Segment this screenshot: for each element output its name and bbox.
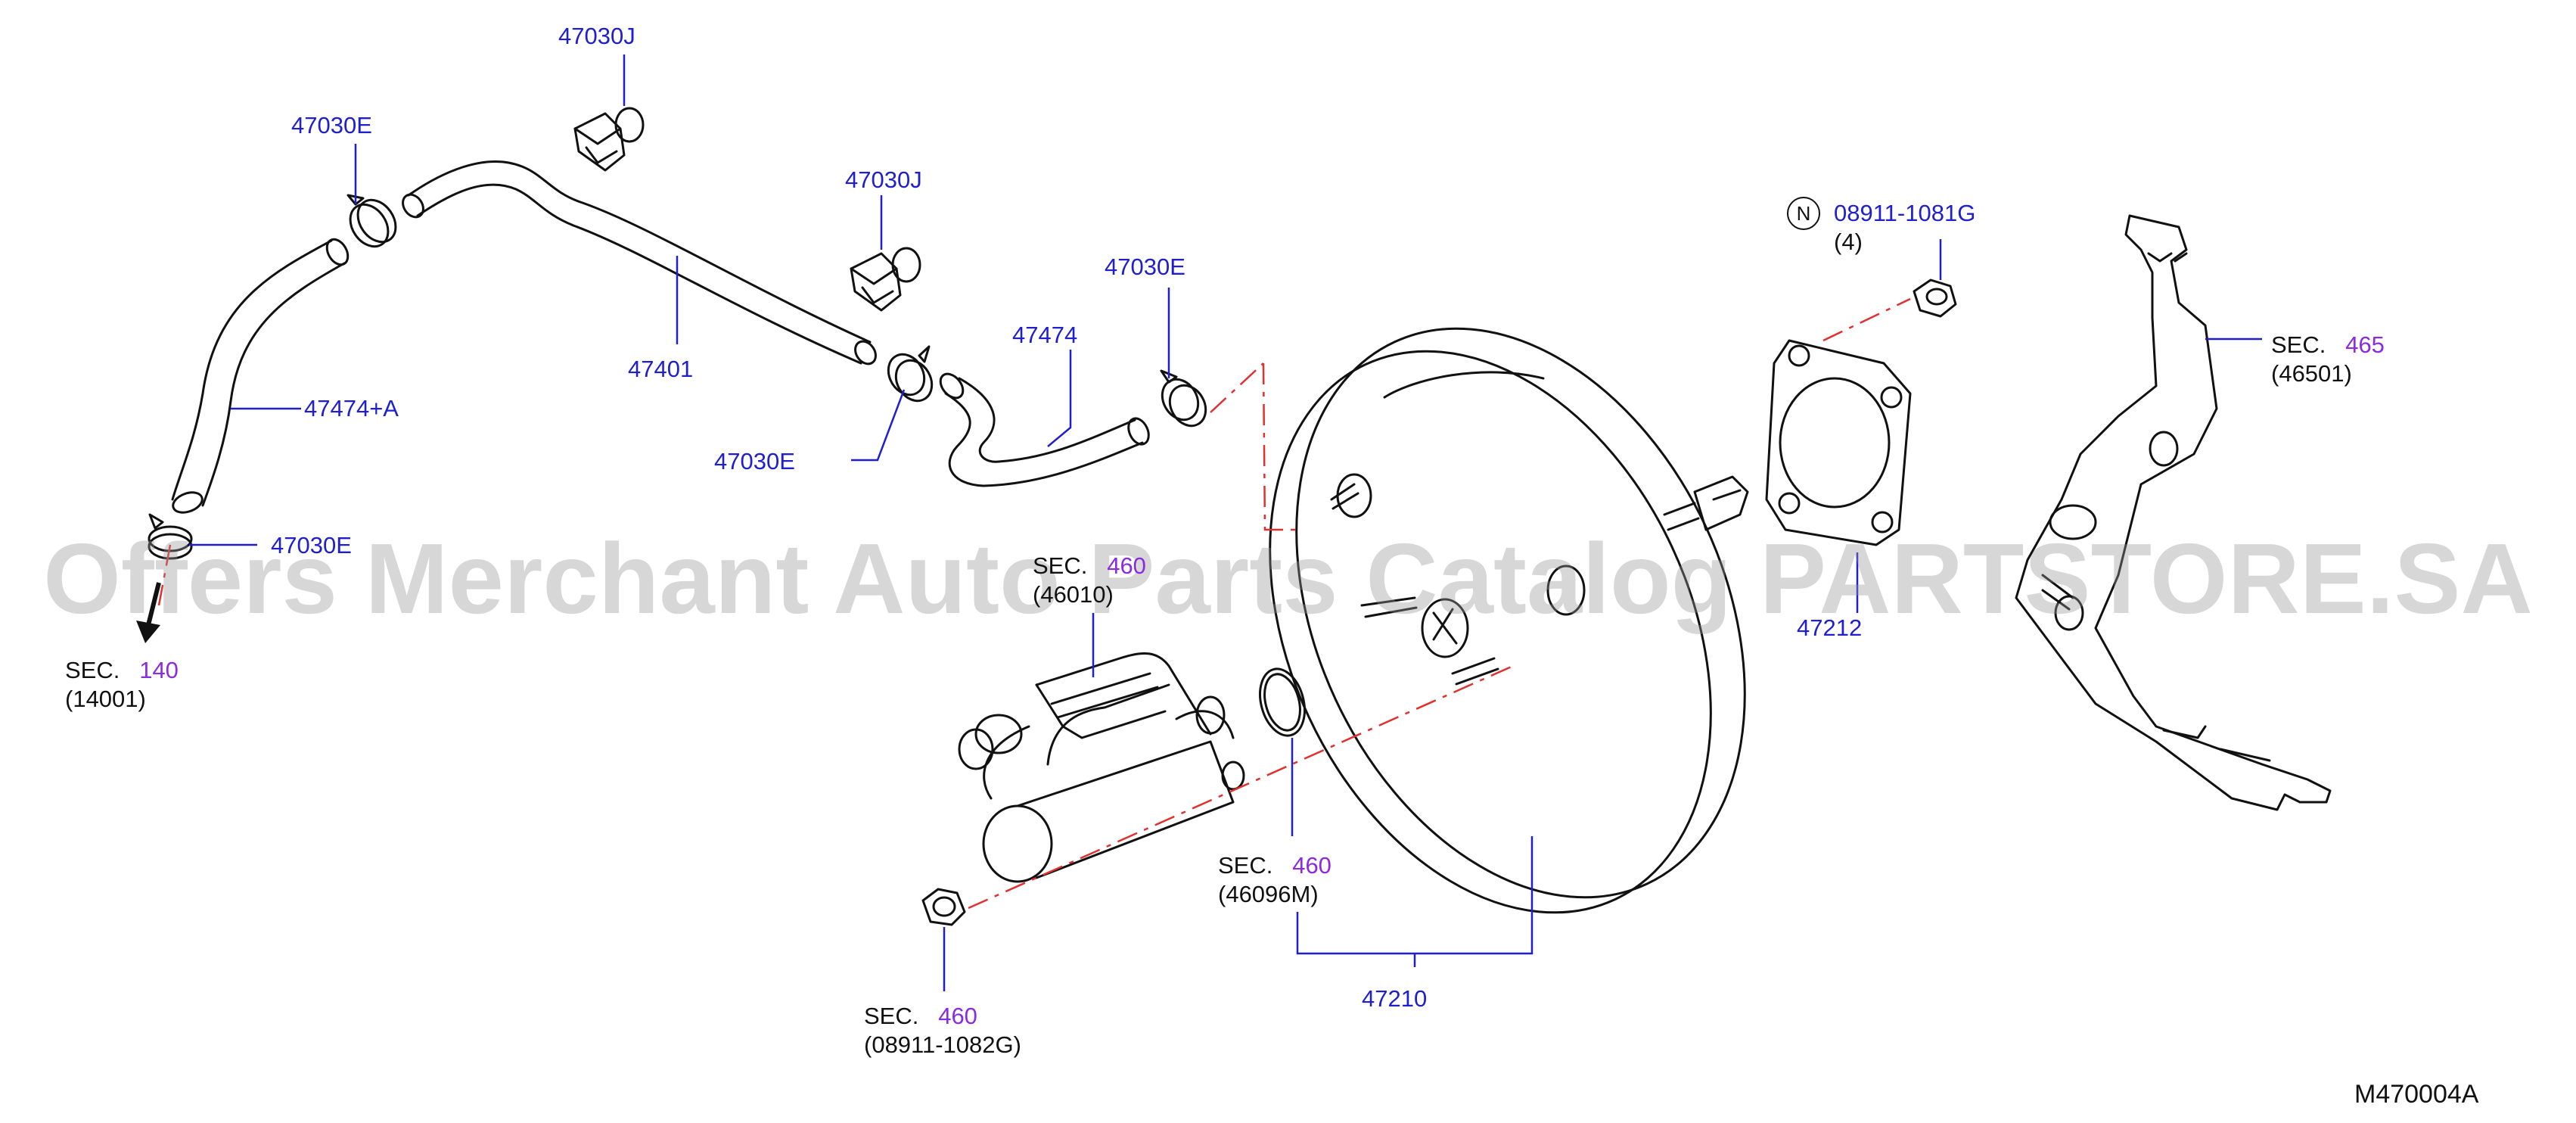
- part-label-47030e-mid[interactable]: 47030E: [714, 448, 795, 474]
- nut-08911-1082g: [921, 888, 966, 926]
- vacuum-hose-47474: [939, 372, 1150, 487]
- part-label-47401[interactable]: 47401: [628, 356, 694, 382]
- part-label-47474a[interactable]: 47474+A: [304, 395, 399, 422]
- sec-460-master-link[interactable]: 460: [1107, 552, 1146, 579]
- leader-lines: [189, 54, 2262, 991]
- sec-460-master-label: SEC. 460: [1033, 552, 1146, 579]
- part-label-47474[interactable]: 47474: [1012, 322, 1078, 348]
- sec-460-master-sub: (46010): [1033, 581, 1114, 608]
- hose-clamp-47030e-left: [148, 513, 193, 560]
- sec-140-link[interactable]: 140: [139, 657, 179, 683]
- centerlines: [157, 297, 1911, 910]
- part-label-47030j-mid[interactable]: 47030J: [845, 166, 922, 193]
- brake-booster-47210: [1269, 327, 1749, 914]
- sec-460-nut-sub: (08911-1082G): [864, 1031, 1021, 1058]
- vacuum-tube-47401: [402, 160, 877, 366]
- part-quantity: (4): [1834, 229, 1863, 255]
- pedal-bracket-46501: [2015, 214, 2332, 811]
- sec-465-link[interactable]: 465: [2345, 331, 2385, 358]
- n-symbol-icon: N: [1787, 197, 1820, 230]
- o-ring-46096m: [1259, 667, 1306, 737]
- sec-460-nut-label: SEC. 460: [864, 1003, 977, 1029]
- diagram-code: M470004A: [2354, 1080, 2479, 1109]
- hose-clamp-47030e-right: [1160, 369, 1207, 428]
- part-label-47030e-left[interactable]: 47030E: [271, 532, 352, 558]
- arrow-down-icon: [136, 582, 161, 643]
- sec-460-oring-label: SEC. 460: [1218, 852, 1332, 879]
- sec-465-sub: (46501): [2271, 360, 2352, 387]
- part-label-47212[interactable]: 47212: [1797, 614, 1863, 641]
- sec-140-label: SEC. 140: [65, 657, 179, 683]
- tube-clip-47030j-mid: [850, 247, 921, 312]
- vacuum-hose-47474a: [171, 238, 350, 514]
- sec-460-nut-link[interactable]: 460: [938, 1003, 977, 1029]
- master-cylinder-46010: [958, 652, 1245, 883]
- hose-clamp-47030e-mid: [887, 345, 934, 403]
- part-label-47030e-topleft[interactable]: 47030E: [291, 112, 372, 138]
- nut-08911-1081g: [1913, 278, 1957, 318]
- part-label-47030e-right[interactable]: 47030E: [1105, 254, 1185, 280]
- hose-clamp-47030e-top: [346, 194, 397, 248]
- sec-460-oring-sub: (46096M): [1218, 881, 1319, 907]
- sec-140-sub: (14001): [65, 686, 146, 712]
- sec-465-label: SEC. 465: [2271, 331, 2385, 358]
- part-label-47210[interactable]: 47210: [1362, 985, 1428, 1012]
- gasket-47212: [1765, 339, 1912, 546]
- sec-460-oring-link[interactable]: 460: [1292, 852, 1332, 879]
- part-label-47030j-top[interactable]: 47030J: [558, 23, 635, 49]
- tube-clip-47030j-top: [573, 107, 645, 172]
- part-label-08911-1081g[interactable]: 08911-1081G: [1834, 200, 1976, 226]
